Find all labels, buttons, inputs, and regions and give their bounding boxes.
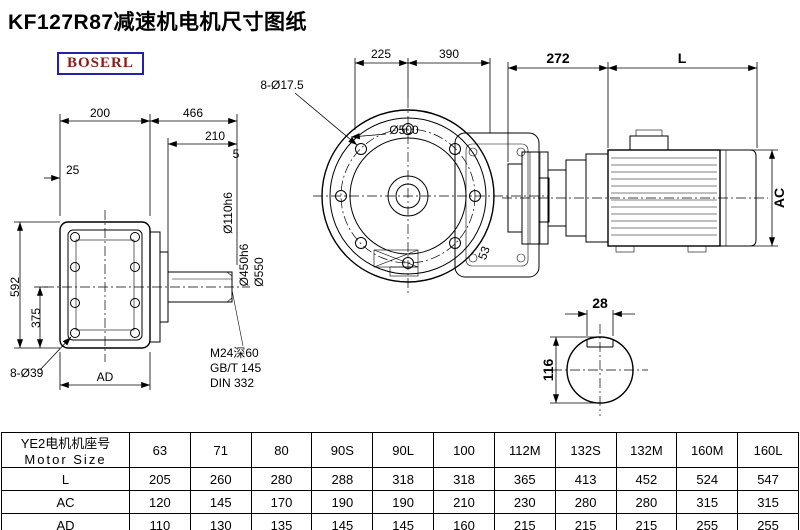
dia-500-label: Ø500 <box>389 123 419 137</box>
dim-466: 466 <box>183 106 203 120</box>
table-header-en: Motor Size <box>24 452 107 467</box>
label-spigot-dia: Ø450h6 <box>237 243 251 286</box>
technical-drawing: 200 466 210 5 25 592 375 8-Ø39 AD Ø110h6… <box>8 47 787 416</box>
table-cell: 280 <box>554 490 617 514</box>
size-col-header: 160L <box>737 432 799 468</box>
dim-dia-116: 116 <box>540 358 556 381</box>
table-cell: 190 <box>311 490 374 514</box>
label-shaft-dia: Ø110h6 <box>221 192 235 234</box>
table-cell: 547 <box>737 467 799 491</box>
size-col-header: 71 <box>189 432 252 468</box>
table-cell: 135 <box>250 513 313 530</box>
dim-225: 225 <box>371 47 391 61</box>
size-col-header: 112M <box>493 432 556 468</box>
table-cell: 160 <box>433 513 495 530</box>
shaft-section-view: 28 116 <box>540 295 648 416</box>
table-cell: 145 <box>311 513 374 530</box>
table-cell: 255 <box>737 513 799 530</box>
table-cell: 288 <box>311 467 374 491</box>
dim-390: 390 <box>439 47 459 61</box>
dim-592: 592 <box>8 277 22 297</box>
table-corner-cell: YE2电机机座号 Motor Size <box>1 432 130 468</box>
size-col-header: 63 <box>129 432 191 468</box>
table-row-ac: AC 120 145 170 190 190 210 230 280 280 3… <box>1 490 799 514</box>
holes-label-39: 8-Ø39 <box>10 366 44 380</box>
size-col-header: 90L <box>372 432 435 468</box>
dim-375: 375 <box>29 308 43 328</box>
table-header-row: YE2电机机座号 Motor Size 63 71 80 90S 90L 100… <box>1 432 799 468</box>
table-cell: 215 <box>554 513 617 530</box>
table-cell: 365 <box>493 467 556 491</box>
dim-200: 200 <box>90 106 110 120</box>
label-flange-dia: Ø550 <box>252 257 266 287</box>
note-thread: M24深60 <box>210 346 259 360</box>
gearbox-side-view: 200 466 210 5 25 592 375 8-Ø39 AD Ø110h6… <box>8 106 266 390</box>
motor-side-view: 272 L AC <box>502 50 787 253</box>
note-std-gbt: GB/T 145 <box>210 361 261 375</box>
table-cell: 230 <box>493 490 556 514</box>
table-cell: 260 <box>189 467 252 491</box>
size-col-header: 100 <box>433 432 495 468</box>
table-cell: 145 <box>189 490 252 514</box>
flange-front-view: 8-Ø17.5 225 390 Ø500 53 <box>260 47 550 294</box>
row-label: AC <box>1 490 130 514</box>
dim-length-l: L <box>678 50 687 66</box>
table-cell: 315 <box>737 490 799 514</box>
table-header-cn: YE2电机机座号 <box>20 436 111 451</box>
table-cell: 120 <box>129 490 191 514</box>
table-cell: 215 <box>493 513 556 530</box>
table-cell: 280 <box>615 490 678 514</box>
brand-logo: BOSERL <box>57 52 144 75</box>
row-label: L <box>1 467 130 491</box>
table-cell: 318 <box>372 467 435 491</box>
size-col-header: 90S <box>311 432 374 468</box>
table-cell: 130 <box>189 513 252 530</box>
table-cell: 110 <box>129 513 191 530</box>
dim-25: 25 <box>66 163 80 177</box>
table-cell: 318 <box>433 467 495 491</box>
size-col-header: 80 <box>250 432 313 468</box>
row-label: AD <box>1 513 130 530</box>
dim-272: 272 <box>546 50 570 66</box>
dim-key-28: 28 <box>592 295 608 311</box>
table-cell: 170 <box>250 490 313 514</box>
table-cell: 210 <box>433 490 495 514</box>
holes-label-175: 8-Ø17.5 <box>260 78 304 92</box>
size-col-header: 160M <box>676 432 739 468</box>
table-cell: 315 <box>676 490 739 514</box>
motor-size-table: YE2电机机座号 Motor Size 63 71 80 90S 90L 100… <box>1 432 799 530</box>
size-col-header: 132M <box>615 432 678 468</box>
dim-5: 5 <box>233 147 240 161</box>
table-cell: 205 <box>129 467 191 491</box>
size-col-header: 132S <box>554 432 617 468</box>
table-cell: 280 <box>250 467 313 491</box>
table-cell: 255 <box>676 513 739 530</box>
table-cell: 190 <box>372 490 435 514</box>
dim-53: 53 <box>475 244 493 262</box>
page-title: KF127R87减速机电机尺寸图纸 <box>8 11 308 34</box>
table-row-ad: AD 110 130 135 145 145 160 215 215 215 2… <box>1 513 799 530</box>
table-cell: 524 <box>676 467 739 491</box>
table-cell: 452 <box>615 467 678 491</box>
dim-210: 210 <box>205 129 225 143</box>
table-cell: 215 <box>615 513 678 530</box>
table-cell: 145 <box>372 513 435 530</box>
dim-ad: AD <box>97 370 114 384</box>
table-row-l: L 205 260 280 288 318 318 365 413 452 52… <box>1 467 799 491</box>
note-std-din: DIN 332 <box>210 376 254 390</box>
table-cell: 413 <box>554 467 617 491</box>
dim-ac: AC <box>771 188 787 208</box>
